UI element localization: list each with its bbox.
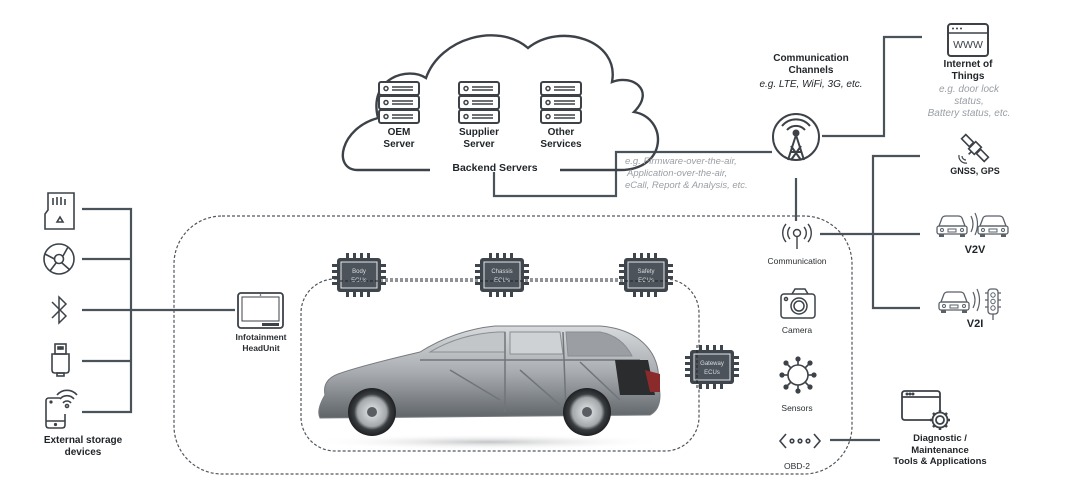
backend-servers-title: Backend Servers xyxy=(452,162,538,174)
note-line: Battery status, etc. xyxy=(927,108,1011,119)
infotainment-headunit-label: Infotainment HeadUnit xyxy=(221,332,301,354)
www-browser-icon: WWW xyxy=(947,23,989,57)
label-line: Supplier xyxy=(458,127,499,138)
obd-port-icon xyxy=(778,433,822,449)
bluetooth-icon xyxy=(51,295,68,325)
safety-ecus-chip: Safety ECUs xyxy=(618,252,674,298)
label-line: Things xyxy=(951,71,985,82)
server-rack-icon xyxy=(378,81,420,124)
car-cutaway-image xyxy=(308,325,668,450)
smartphone-wifi-icon xyxy=(45,389,78,429)
obd2-interface-label: OBD-2 xyxy=(784,461,810,471)
v2i-label: V2I xyxy=(966,318,984,330)
label-line: Maintenance xyxy=(911,444,969,456)
label-line: Diagnostic / xyxy=(913,433,967,444)
label-line: Communication xyxy=(773,53,849,64)
camera-icon xyxy=(780,288,816,319)
note-line: e.g. door lock xyxy=(938,84,1000,95)
label-line: Tools & Applications xyxy=(893,456,987,467)
backend-to-tower-line xyxy=(492,150,772,198)
sensors-interface-label: Sensors xyxy=(781,403,813,413)
server-rack-icon xyxy=(458,81,500,124)
window-gear-icon xyxy=(901,390,950,430)
label-line: Infotainment xyxy=(235,332,287,342)
v2v-label: V2V xyxy=(964,244,986,256)
cell-tower-icon xyxy=(772,113,820,161)
label-line: Other xyxy=(547,127,575,138)
external-storage-label: External storage devices xyxy=(28,435,138,459)
label-line: devices xyxy=(64,447,102,458)
communication-interface-label: Communication xyxy=(767,256,827,266)
note-line: status, xyxy=(954,96,984,107)
svg-text:WWW: WWW xyxy=(953,39,983,51)
svg-text:Body: Body xyxy=(352,269,366,275)
connector-lines xyxy=(82,35,922,442)
vehicle-boundary-box xyxy=(173,215,853,475)
iot-title: Internet of Things xyxy=(928,59,1008,83)
car-to-car-icon xyxy=(936,212,1009,238)
label-line: Channels xyxy=(788,65,834,76)
gnss-gps-label: GNSS, GPS xyxy=(950,166,1000,176)
svg-text:ECUs: ECUs xyxy=(704,370,720,376)
tablet-headunit-icon xyxy=(237,292,284,329)
usb-drive-icon xyxy=(51,343,70,377)
server-rack-icon xyxy=(540,81,582,124)
cloud-shape xyxy=(341,34,659,172)
chassis-ecus-chip: Chassis ECUs xyxy=(474,252,530,298)
label-line: Internet of xyxy=(943,59,993,70)
communication-channels-example: e.g. LTE, WiFi, 3G, etc. xyxy=(759,79,863,90)
disc-icon xyxy=(43,243,75,275)
label-line: Services xyxy=(540,139,582,150)
camera-interface-label: Camera xyxy=(781,325,813,335)
antenna-icon xyxy=(782,223,812,249)
sensor-icon xyxy=(779,356,817,394)
satellite-icon xyxy=(960,133,990,163)
label-line: Server xyxy=(463,139,495,150)
label-line: Server xyxy=(383,139,415,150)
iot-note: e.g. door lock status, Battery status, e… xyxy=(908,84,1030,120)
sd-card-icon xyxy=(44,192,75,230)
body-ecus-chip: Body ECUs xyxy=(331,252,387,298)
svg-text:Chassis: Chassis xyxy=(491,269,512,275)
label-line: HeadUnit xyxy=(242,343,280,353)
note-line: e.g. Firmware-over-the-air, xyxy=(625,156,737,167)
gateway-ecus-chip: Gateway ECUs xyxy=(684,344,740,390)
label-line: OEM xyxy=(387,127,411,138)
ota-note: e.g. Firmware-over-the-air, Application-… xyxy=(625,156,748,192)
oem-server-label: OEM Server xyxy=(374,127,424,151)
right-bus-line xyxy=(871,154,920,310)
note-line: eCall, Report & Analysis, etc. xyxy=(625,180,748,191)
tower-to-iot-line xyxy=(822,35,922,138)
communication-channels-title: Communication Channels xyxy=(756,53,866,77)
note-line: Application-over-the-air, xyxy=(627,168,728,179)
svg-text:Gateway: Gateway xyxy=(700,361,724,367)
supplier-server-label: Supplier Server xyxy=(449,127,509,151)
svg-text:Safety: Safety xyxy=(637,269,654,275)
diagnostic-tools-label: Diagnostic / Maintenance Tools & Applica… xyxy=(870,433,1010,468)
label-line: External storage xyxy=(43,435,123,446)
car-to-traffic-light-icon xyxy=(938,288,1001,320)
other-services-label: Other Services xyxy=(531,127,591,151)
svg-text:ECUs: ECUs xyxy=(351,278,367,284)
